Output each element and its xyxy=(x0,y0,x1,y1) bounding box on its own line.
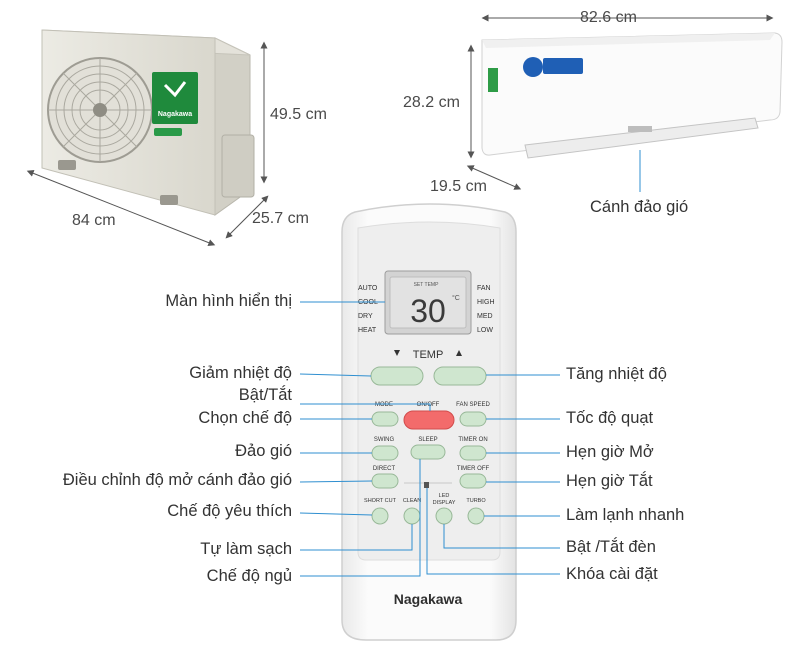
lock-icon xyxy=(424,482,429,488)
outdoor-width-line xyxy=(26,170,216,246)
outdoor-unit: Nagakawa xyxy=(41,29,255,216)
swing-text: SWING xyxy=(374,437,395,443)
outdoor-brand-text: Nagakawa xyxy=(158,111,192,118)
indoor-louver xyxy=(524,117,759,159)
callout-swing: Đảo gió xyxy=(235,442,292,460)
remote-buttons xyxy=(370,350,487,525)
outdoor-width-label: 84 cm xyxy=(72,212,116,229)
indoor-width-label: 82.6 cm xyxy=(580,9,637,26)
sleep-text: SLEEP xyxy=(418,437,437,443)
led-text: LED xyxy=(439,493,450,499)
outdoor-depth-label: 25.7 cm xyxy=(252,210,309,227)
callout-power: Bật/Tắt xyxy=(238,386,292,404)
callout-lock: Khóa cài đặt xyxy=(566,565,658,583)
indoor-depth-label: 19.5 cm xyxy=(430,178,487,195)
callout-shortcut: Chế độ yêu thích xyxy=(167,502,292,520)
callout-direct: Điều chỉnh độ mở cánh đảo gió xyxy=(62,471,292,489)
timer-on-button[interactable] xyxy=(459,445,487,461)
temp-down-button[interactable] xyxy=(370,366,424,386)
outdoor-height-label: 49.5 cm xyxy=(270,106,327,123)
callout-timer-off: Hẹn giờ Tắt xyxy=(566,472,653,490)
mode-text: MODE xyxy=(375,402,393,408)
display-text: DISPLAY xyxy=(433,500,456,506)
fan-level-high: HIGH xyxy=(477,299,495,306)
indoor-unit xyxy=(481,32,783,159)
louver-label: Cánh đảo gió xyxy=(590,198,689,216)
fan-level-low: LOW xyxy=(477,327,493,334)
clean-button[interactable] xyxy=(403,507,421,525)
shortcut-text: SHORT CUT xyxy=(364,498,397,504)
callout-temp-down: Giảm nhiệt độ xyxy=(189,364,292,382)
indoor-badge-icon xyxy=(523,57,543,77)
outdoor-fan-icon xyxy=(47,57,153,163)
lcd-unit: °C xyxy=(452,294,460,302)
temp-up-button[interactable] xyxy=(433,366,487,386)
outdoor-logo xyxy=(152,72,198,124)
mode-heat: HEAT xyxy=(358,327,377,334)
indoor-depth-line xyxy=(466,165,522,190)
callout-mode: Chọn chế độ xyxy=(198,409,292,427)
outdoor-depth-line xyxy=(225,195,269,239)
fan-speed-text: FAN SPEED xyxy=(456,402,490,408)
timer-off-text: TIMER OFF xyxy=(457,466,490,472)
fan-level-fan: FAN xyxy=(477,285,491,292)
timer-on-text: TIMER ON xyxy=(458,437,487,443)
callout-clean: Tự làm sạch xyxy=(200,540,292,558)
shortcut-button[interactable] xyxy=(371,507,389,525)
leader-lines xyxy=(299,301,560,577)
timer-off-button[interactable] xyxy=(459,473,487,489)
callout-display-screen: Màn hình hiển thị xyxy=(165,292,292,310)
temp-up-arrow-icon xyxy=(456,350,462,356)
turbo-button[interactable] xyxy=(467,507,485,525)
indoor-height-label: 28.2 cm xyxy=(403,94,460,111)
callout-led: Bật /Tắt đèn xyxy=(566,538,656,556)
swing-button[interactable] xyxy=(371,445,399,461)
onoff-text: ON/OFF xyxy=(417,402,440,408)
remote-brand: Nagakawa xyxy=(394,591,463,607)
mode-auto: AUTO xyxy=(358,285,378,292)
mode-dry: DRY xyxy=(358,313,373,320)
callout-fan-speed: Tốc độ quạt xyxy=(566,409,654,427)
sleep-button[interactable] xyxy=(410,444,446,460)
clean-text: CLEAN xyxy=(403,498,421,504)
mode-button[interactable] xyxy=(371,411,399,427)
lcd-temperature: 30 xyxy=(410,293,446,329)
turbo-text: TURBO xyxy=(466,498,486,504)
callout-turbo: Làm lạnh nhanh xyxy=(566,506,685,524)
led-display-button[interactable] xyxy=(435,507,453,525)
direct-button[interactable] xyxy=(371,473,399,489)
fan-level-med: MED xyxy=(477,313,493,320)
callout-sleep: Chế độ ngủ xyxy=(206,567,292,585)
power-button[interactable] xyxy=(403,410,455,430)
temp-down-arrow-icon xyxy=(394,350,400,356)
callout-timer-on: Hẹn giờ Mở xyxy=(566,443,654,461)
callout-temp-up: Tăng nhiệt độ xyxy=(566,365,667,383)
direct-text: DIRECT xyxy=(373,466,396,472)
lcd-set-temp: SET TEMP xyxy=(414,282,439,288)
temp-label: TEMP xyxy=(413,349,444,361)
fan-speed-button[interactable] xyxy=(459,411,487,427)
